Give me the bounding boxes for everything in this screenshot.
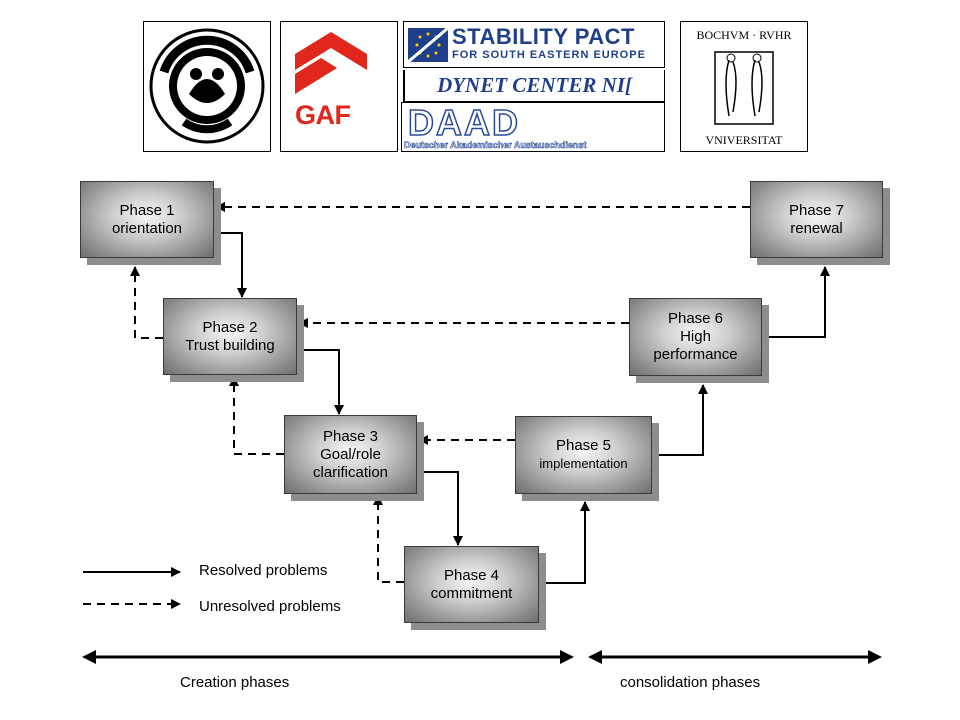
arrow-phase2-to-phase3 (297, 349, 344, 415)
phase-6-label-line2: performance (653, 346, 738, 363)
university-nis-logo (143, 21, 271, 152)
gaf-logo: GAF (280, 21, 398, 152)
arrow-phase3-to-phase4 (417, 471, 463, 546)
svg-text:BOCHVM · RVHR: BOCHVM · RVHR (696, 28, 791, 42)
stability-pact-logo: STABILITY PACT FOR SOUTH EASTERN EUROPE (403, 21, 665, 68)
bochum-logo: BOCHVM · RVHR VNIVERSITAT (680, 21, 808, 152)
legend-unresolved-label: Unresolved problems (199, 598, 341, 615)
arrow-phase1-to-phase2 (214, 232, 247, 298)
phase-4-label: commitment (430, 584, 513, 602)
phase-4-box: Phase 4 commitment (404, 546, 539, 623)
phase-7-label: renewal (790, 219, 843, 237)
stability-pact-subtitle: FOR SOUTH EASTERN EUROPE (452, 49, 646, 61)
arrow-phase6-to-phase7 (762, 266, 830, 338)
phase-3-label-line1: Goal/role (320, 445, 381, 463)
phase-2-title: Phase 2 (202, 318, 258, 336)
phase-5-label: implementation (539, 456, 628, 471)
phase-1-title: Phase 1 (119, 201, 175, 219)
phase-3-box: Phase 3 Goal/role clarification (284, 415, 417, 494)
daad-mark-icon: DAAD (407, 105, 520, 139)
phase-5-title: Phase 5 (555, 437, 612, 454)
dynet-title: DYNET CENTER NI[ (437, 73, 632, 97)
gaf-roof-icon (295, 32, 367, 94)
dynet-logo: DYNET CENTER NI[ (403, 70, 665, 102)
arrow-phase5-to-phase6 (652, 384, 708, 456)
phase-7-title: Phase 7 (788, 201, 845, 219)
consolidation-phases-label: consolidation phases (620, 674, 761, 691)
legend-resolved-label: Resolved problems (199, 562, 328, 579)
phase-7-box: Phase 7 renewal (750, 181, 883, 258)
phase-2-label: Trust building (185, 336, 275, 354)
phase-3-label-line2: clarification (312, 463, 389, 481)
svg-text:DAAD: DAAD (408, 105, 520, 139)
phase-6-box: Phase 6 High performance (629, 298, 762, 376)
phase-3-title: Phase 3 (322, 427, 379, 445)
university-seal-icon (149, 28, 265, 144)
svg-text:VNIVERSITAT: VNIVERSITAT (705, 133, 783, 147)
stability-pact-title: STABILITY PACT (452, 24, 635, 49)
daad-logo: DAAD Deutscher Akademischer Austauschdie… (401, 102, 665, 152)
phase-1-box: Phase 1 orientation (80, 181, 214, 258)
phase-5-box: Phase 5 implementation (515, 416, 652, 494)
phase-2-box: Phase 2 Trust building (163, 298, 297, 375)
creation-phases-label: Creation phases (180, 674, 290, 691)
phase-6-label-line1: High (680, 328, 711, 345)
gaf-text: GAF (295, 100, 351, 130)
phase-6-title: Phase 6 (667, 310, 724, 327)
dashed-phase3-to-phase2 (229, 376, 284, 455)
phase-1-label: orientation (111, 219, 183, 237)
daad-subtitle: Deutscher Akademischer Austauschdienst (404, 140, 587, 151)
arrow-phase4-to-phase5 (539, 501, 590, 584)
eu-flag-icon (408, 28, 448, 62)
bochum-seal-icon: BOCHVM · RVHR VNIVERSITAT (685, 27, 803, 147)
phase-4-title: Phase 4 (443, 566, 500, 584)
dashed-phase4-to-phase3 (373, 495, 404, 583)
dashed-phase2-to-phase1 (130, 266, 163, 339)
